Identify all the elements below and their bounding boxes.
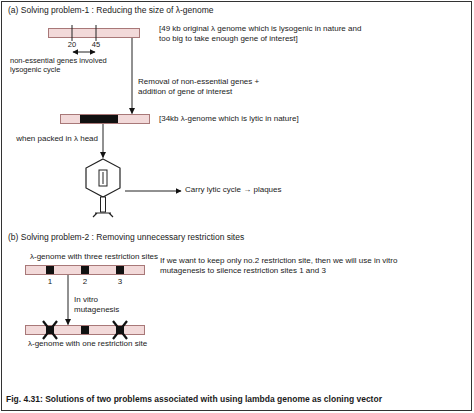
restriction-site: [116, 266, 124, 274]
restriction-site: [81, 326, 89, 334]
phage-tail: [101, 197, 106, 212]
step-label: Removal of non-essential genes + additio…: [138, 77, 270, 97]
restriction-site: [46, 326, 54, 334]
step-label: when packed in λ head: [0, 134, 98, 144]
phage-outline: [84, 158, 122, 218]
genome-bar: [34kb λ-genome which is lytic in nature]: [60, 114, 150, 124]
step-arrow: [68, 275, 69, 325]
region-note: non-essential genes involved lysogenic c…: [10, 56, 124, 75]
phage-particle: Carry lytic cycle → plaques: [84, 158, 122, 218]
silenced-site-cross: [113, 321, 127, 339]
phage-head: [86, 159, 120, 197]
site-number: 2: [78, 277, 92, 287]
genome-description: Carry lytic cycle → plaques: [185, 185, 355, 195]
site-number: 1: [43, 277, 57, 287]
step-arrow: [103, 124, 104, 158]
section-heading: (b) Solving problem-2 : Removing unneces…: [8, 232, 348, 243]
restriction-site: [116, 326, 124, 334]
explanation-note: If we want to keep only no.2 restriction…: [160, 256, 428, 276]
coordinate-number: 45: [89, 40, 103, 49]
site-number: 3: [113, 277, 127, 287]
coordinate-number: 20: [65, 40, 79, 49]
packed-genome: [99, 170, 107, 186]
phage-base-plate: [93, 213, 113, 217]
restriction-site: [81, 266, 89, 274]
step-arrow: [132, 38, 133, 114]
span-arrow: [73, 52, 95, 53]
gene-boundary-tick: [72, 25, 73, 41]
packed-genome-line: [103, 172, 104, 184]
genome-description: λ-genome with one restriction site: [28, 339, 248, 349]
genome-description: [49 kb original λ genome which is lysoge…: [159, 24, 374, 44]
gene-of-interest-segment: [80, 115, 118, 123]
figure-caption: Fig. 4.31: Solutions of two problems ass…: [6, 394, 468, 405]
genome-bar: λ-genome with one restriction site: [25, 325, 145, 335]
lytic-arrow: [125, 191, 181, 192]
restriction-site: [46, 266, 54, 274]
silenced-site-cross: [43, 321, 57, 339]
gene-boundary-tick: [96, 25, 97, 41]
genome-bar: [49 kb original λ genome which is lysoge…: [48, 28, 140, 38]
connectors: [68, 38, 132, 325]
step-label: In vitro mutagenesis: [74, 295, 124, 315]
genome-description: [34kb λ-genome which is lytic in nature]: [159, 114, 379, 124]
genome-bar: λ-genome with three restriction sites: [25, 265, 145, 275]
section-heading: (a) Solving problem-1 : Reducing the siz…: [8, 5, 328, 16]
